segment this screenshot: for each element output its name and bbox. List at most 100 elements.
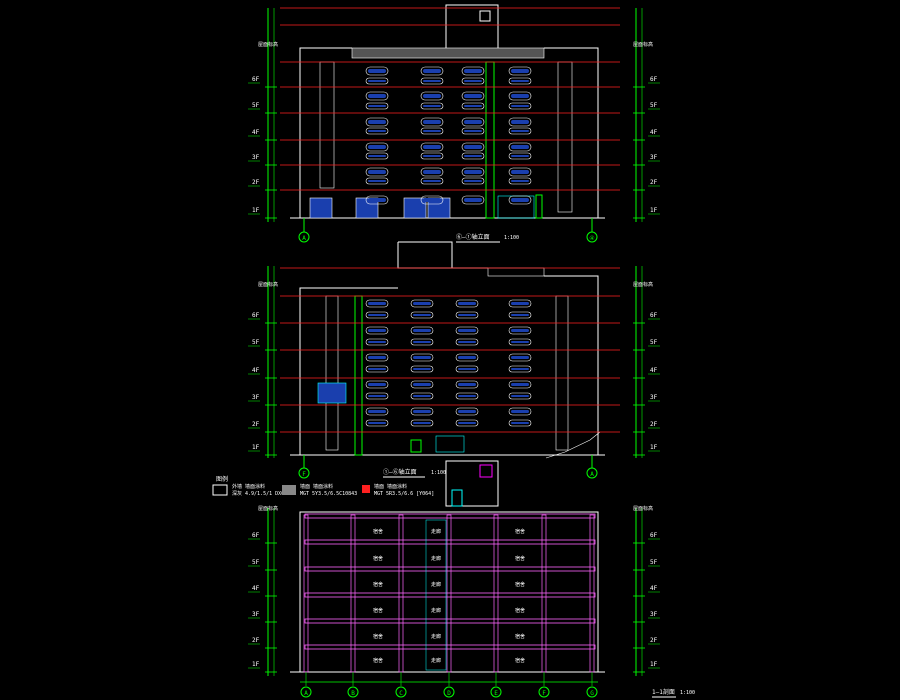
room-label: 宿舍 (515, 607, 525, 614)
section-scale: 1:100 (680, 690, 695, 696)
room-label: 走廊 (431, 657, 441, 664)
window-glass (511, 314, 529, 316)
window (508, 380, 532, 389)
window (508, 338, 532, 346)
window-glass (413, 329, 431, 332)
window (365, 66, 389, 76)
floor-label: 2F (650, 179, 658, 186)
window-glass (368, 302, 386, 305)
room-label: 宿舍 (515, 581, 525, 588)
window (461, 177, 485, 185)
floor-label: 2F (650, 637, 658, 644)
window (508, 195, 532, 205)
window (365, 152, 389, 160)
roof-level-label: 屋面标高 (258, 41, 278, 48)
window (461, 102, 485, 110)
window (455, 353, 479, 362)
window (461, 142, 485, 152)
storefront-window (403, 197, 427, 219)
window (410, 392, 434, 400)
floor-label: 6F (650, 532, 658, 539)
room-label: 宿舍 (373, 633, 383, 640)
window-glass (368, 383, 386, 386)
room-label: 走廊 (431, 555, 441, 562)
legend-swatch (362, 485, 370, 493)
floor-label: 5F (252, 339, 260, 346)
floor-label: 1F (252, 444, 260, 451)
axis-bubble (395, 686, 407, 698)
window (461, 117, 485, 127)
floor-label: 4F (650, 367, 658, 374)
window (508, 102, 532, 110)
window (455, 311, 479, 319)
window (420, 91, 444, 101)
window-glass (423, 130, 441, 132)
window (461, 66, 485, 76)
window (365, 338, 389, 346)
window (365, 142, 389, 152)
axis-bubble (298, 231, 310, 243)
axis-bubble (586, 231, 598, 243)
room-label: 宿舍 (373, 581, 383, 588)
window-glass (423, 94, 441, 98)
axis-label: A (304, 690, 308, 697)
window-glass (423, 198, 441, 202)
window-glass (458, 410, 476, 413)
window (461, 195, 485, 205)
window-glass (511, 356, 529, 359)
window-glass (458, 329, 476, 332)
slab (304, 566, 596, 572)
window (420, 102, 444, 110)
window (365, 177, 389, 185)
axis-label: D (447, 690, 451, 697)
window-grid (365, 66, 532, 205)
axis-label: A (590, 471, 594, 478)
window (508, 66, 532, 76)
axis-label: E (494, 690, 498, 697)
floor-label: 2F (252, 637, 260, 644)
slab (304, 644, 596, 650)
roof-level-label: 屋面标高 (633, 505, 653, 512)
window-glass (511, 94, 529, 98)
window (410, 326, 434, 335)
floor-label: 3F (650, 394, 658, 401)
axis-label: F (542, 690, 546, 697)
window-glass (368, 368, 386, 370)
window (508, 77, 532, 85)
window (420, 195, 444, 205)
axis-label: ④ (589, 235, 594, 242)
storefront-window (355, 197, 379, 219)
window-glass (511, 341, 529, 343)
window-glass (458, 422, 476, 424)
window-glass (368, 69, 386, 73)
floor-label: 5F (650, 339, 658, 346)
window (461, 127, 485, 135)
floor-label: 3F (252, 154, 260, 161)
window-glass (413, 314, 431, 316)
legend-item-title: 墙面 墙面涂料 (374, 483, 407, 490)
window-glass (368, 198, 386, 202)
window (365, 380, 389, 389)
window (455, 380, 479, 389)
elevation-title: ⑥—①轴立面 (456, 233, 490, 241)
window (508, 326, 532, 335)
floor-label: 3F (252, 611, 260, 618)
window-glass (511, 180, 529, 182)
floor-label: 4F (650, 585, 658, 592)
window-glass (458, 302, 476, 305)
window (455, 299, 479, 308)
axis-bubble (300, 686, 312, 698)
floor-label: 5F (650, 102, 658, 109)
legend-item-code: 深灰 4.9/1.5/1 DX0113 (232, 490, 293, 497)
window (508, 142, 532, 152)
section-title: 1—1剖面 (652, 688, 675, 696)
window-glass (464, 130, 482, 132)
floor-label: 3F (650, 611, 658, 618)
window (508, 407, 532, 416)
axis-label: B (351, 690, 355, 697)
window (365, 407, 389, 416)
